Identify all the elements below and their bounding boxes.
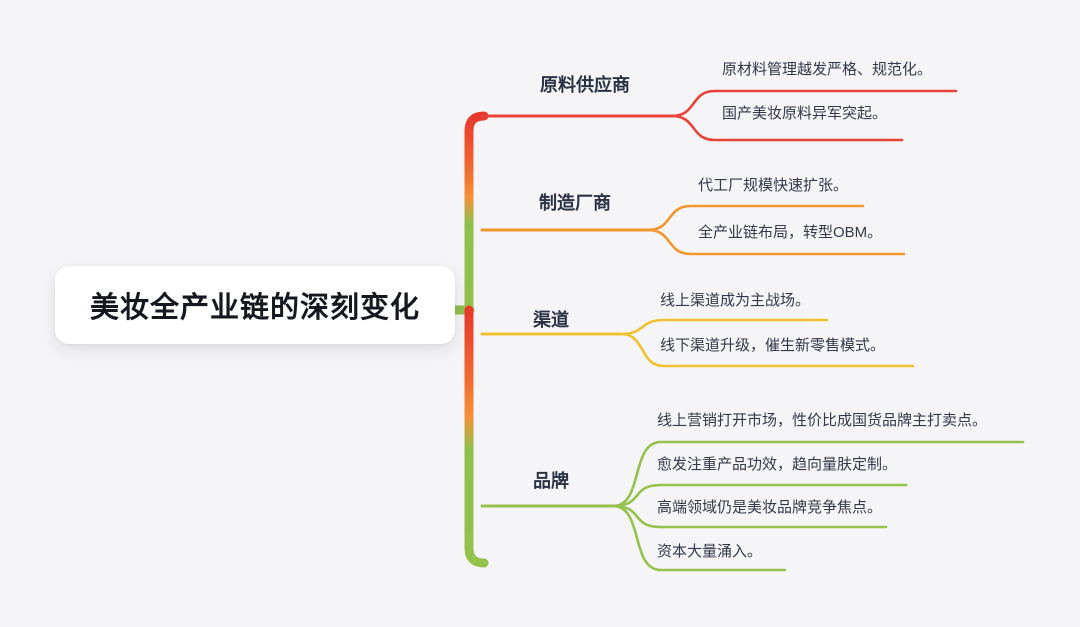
leaf-item-4-4[interactable]: 资本大量涌入。: [657, 543, 763, 560]
trunk-lower: [464, 305, 489, 568]
leaf-line-4-1: [611, 440, 1025, 508]
leaf-item-2-1[interactable]: 代工厂规模快速扩张。: [698, 177, 849, 194]
branch-label-manufacturer[interactable]: 制造厂商: [539, 193, 611, 213]
branch-label-brand[interactable]: 品牌: [533, 471, 569, 491]
trunk-upper: [464, 111, 489, 315]
leaf-item-4-2[interactable]: 愈发注重产品功效，趋向量肤定制。: [657, 456, 898, 473]
leaf-item-4-3[interactable]: 高端领域仍是美妆品牌竞争焦点。: [657, 499, 883, 516]
branch-label-raw-material-supplier[interactable]: 原料供应商: [540, 75, 630, 95]
branch-label-channel[interactable]: 渠道: [533, 310, 569, 330]
leaf-item-3-1[interactable]: 线上渠道成为主战场。: [660, 292, 811, 309]
leaf-line-3-1: [619, 318, 829, 336]
leaf-item-2-2[interactable]: 全产业链布局，转型OBM。: [698, 224, 883, 241]
leaf-item-3-2[interactable]: 线下渠道升级，催生新零售模式。: [660, 337, 886, 354]
root-node[interactable]: 美妆全产业链的深刻变化: [55, 266, 455, 344]
leaf-item-4-1[interactable]: 线上营销打开市场，性价比成国货品牌主打卖点。: [657, 412, 988, 429]
leaf-item-1-1[interactable]: 原材料管理越发严格、规范化。: [722, 61, 933, 78]
root-title: 美妆全产业链的深刻变化: [89, 292, 420, 324]
leaf-item-1-2[interactable]: 国产美妆原料异军突起。: [722, 105, 888, 122]
